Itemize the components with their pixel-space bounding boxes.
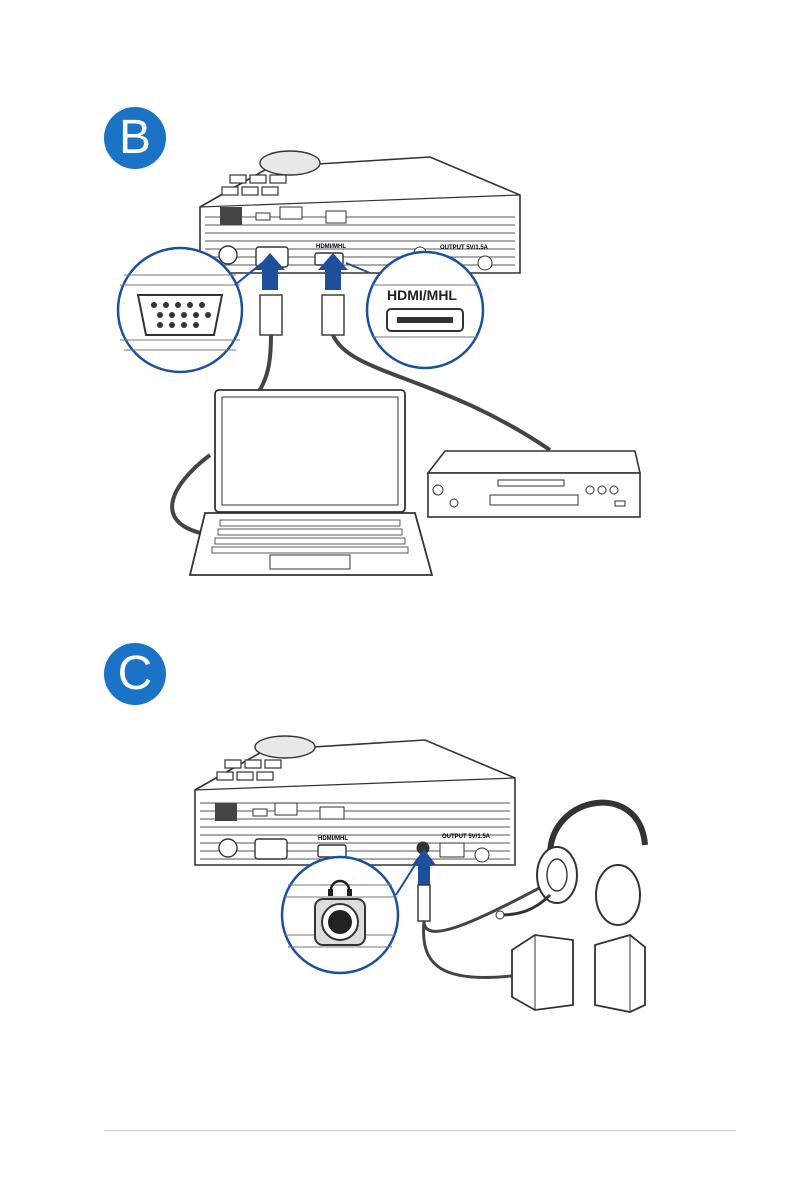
lens-icon (260, 151, 320, 175)
hdmi-port-label-b: HDMI/MHL (316, 244, 346, 250)
step-c-illustration: HDMI/MHL OUTPUT 5V/1.5A (190, 735, 670, 1020)
laptop (190, 390, 432, 575)
output-port-label-b: OUTPUT 5V/1.5A (440, 245, 489, 251)
step-c-badge: C (104, 643, 166, 705)
media-player (428, 451, 640, 517)
step-b-illustration: HDMI/MHL OUTPUT 5V/1.5A HDMI/MHL (110, 145, 670, 585)
headset (496, 803, 645, 925)
lens-icon (255, 736, 315, 758)
step-c-letter: C (118, 650, 153, 698)
output-port-label-c: OUTPUT 5V/1.5A (442, 834, 491, 840)
hdmi-port-label-c: HDMI/MHL (318, 836, 348, 842)
speakers (512, 935, 645, 1012)
power-icon (219, 839, 237, 857)
hdmi-callout-label: HDMI/MHL (387, 287, 457, 303)
projector-c: HDMI/MHL OUTPUT 5V/1.5A (195, 736, 515, 865)
headphone-jack-callout (282, 857, 420, 973)
projector-b: HDMI/MHL OUTPUT 5V/1.5A (200, 151, 520, 273)
footer-divider (104, 1130, 736, 1131)
power-icon (219, 246, 237, 264)
